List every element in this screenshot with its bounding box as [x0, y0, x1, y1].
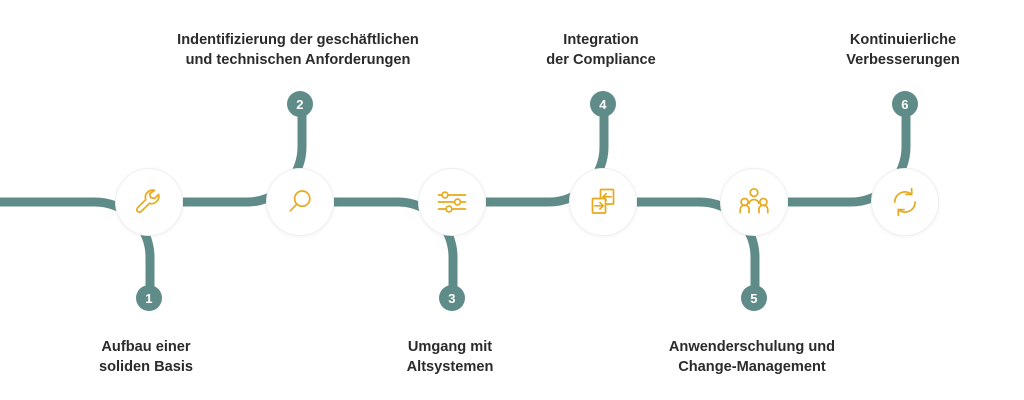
step-caption-5: Anwenderschulung und Change-Management: [668, 339, 836, 376]
step-node-2[interactable]: [266, 168, 334, 236]
sliders-icon: [434, 184, 470, 220]
step-caption-4: Integration der Compliance: [546, 32, 656, 69]
step-badge-3: 3: [439, 285, 465, 311]
refresh-cycle-icon: [887, 184, 923, 220]
step-caption-3: Umgang mit Altsystemen: [406, 339, 494, 376]
step-node-3[interactable]: [418, 168, 486, 236]
step-caption-2: Indentifizierung der geschäftlichen und …: [177, 32, 419, 69]
wrench-icon: [131, 184, 167, 220]
step-node-6[interactable]: [871, 168, 939, 236]
step-node-5[interactable]: [720, 168, 788, 236]
step-badge-4: 4: [590, 91, 616, 117]
step-node-4[interactable]: [569, 168, 637, 236]
step-caption-1: Aufbau einer soliden Basis: [98, 339, 194, 376]
data-exchange-icon: [585, 184, 621, 220]
step-node-1[interactable]: [115, 168, 183, 236]
step-badge-5: 5: [741, 285, 767, 311]
step-caption-6: Kontinuierliche Verbesserungen: [846, 32, 960, 69]
magnifier-icon: [282, 184, 318, 220]
step-badge-6: 6: [892, 91, 918, 117]
people-group-icon: [736, 184, 772, 220]
step-badge-2: 2: [287, 91, 313, 117]
step-badge-1: 1: [136, 285, 162, 311]
